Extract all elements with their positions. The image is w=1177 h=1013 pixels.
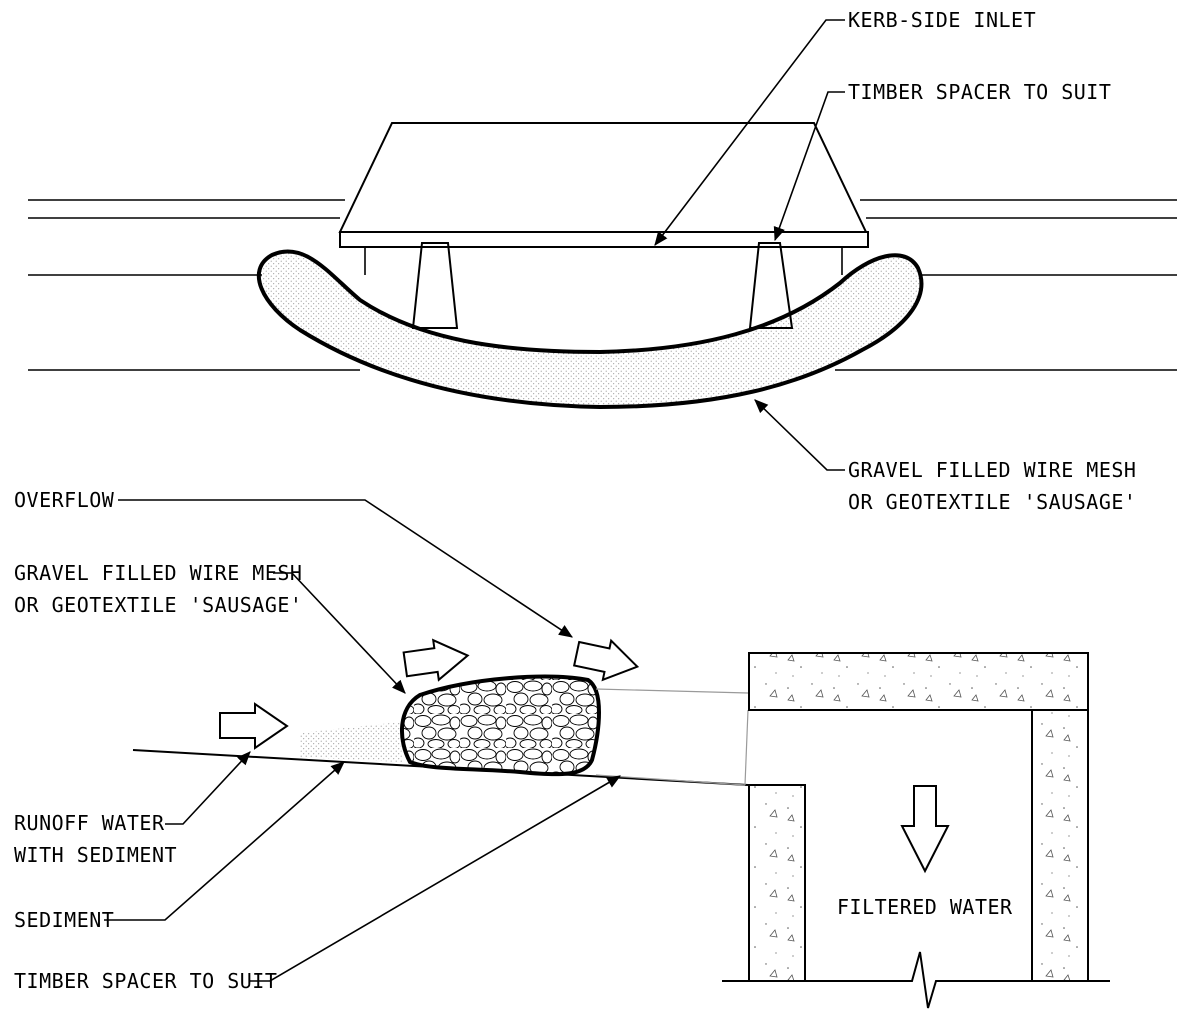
plan-sausage-label-line2: OR GEOTEXTILE 'SAUSAGE' xyxy=(848,490,1136,514)
section-view: OVERFLOW GRAVEL FILLED WIRE MESH OR GEOT… xyxy=(14,488,1110,1009)
section-sausage-label-line2: OR GEOTEXTILE 'SAUSAGE' xyxy=(14,593,302,617)
section-timber-spacer-label: TIMBER SPACER TO SUIT xyxy=(14,969,277,993)
pit-wall-right xyxy=(1031,709,1089,982)
overflow-arrow-1 xyxy=(402,638,470,682)
plan-leaders xyxy=(654,19,845,471)
pit-lid xyxy=(748,652,1089,711)
kerb-side-inlet xyxy=(338,122,869,275)
filtered-water-arrow xyxy=(900,785,950,874)
section-leaders xyxy=(104,499,622,982)
kerb-side-inlet-label: KERB-SIDE INLET xyxy=(848,8,1036,32)
runoff-label-line1: RUNOFF WATER xyxy=(14,811,165,835)
plan-timber-spacer-label: TIMBER SPACER TO SUIT xyxy=(848,80,1111,104)
stormwater-pit xyxy=(722,652,1110,1009)
overflow-arrow-2 xyxy=(572,638,640,682)
section-sausage-label-line1: GRAVEL FILLED WIRE MESH xyxy=(14,561,302,585)
plan-view: KERB-SIDE INLET TIMBER SPACER TO SUIT GR… xyxy=(28,8,1177,514)
timber-spacers-plan xyxy=(411,242,794,329)
pit-wall-left xyxy=(748,784,806,982)
sediment-label: SEDIMENT xyxy=(14,908,114,932)
overflow-guide-lines xyxy=(595,688,749,786)
gravel-sausage-section xyxy=(400,674,601,777)
filtered-water-label: FILTERED WATER xyxy=(837,895,1013,919)
runoff-flow-arrow xyxy=(219,702,289,750)
pit-base-break-line xyxy=(722,951,1110,1009)
kerb-lines xyxy=(28,199,1177,371)
flow-arrows xyxy=(219,638,950,874)
runoff-label-line2: WITH SEDIMENT xyxy=(14,843,177,867)
sediment-deposit xyxy=(300,722,402,762)
gravel-sausage-plan xyxy=(256,249,924,410)
overflow-label: OVERFLOW xyxy=(14,488,115,512)
plan-sausage-label-line1: GRAVEL FILLED WIRE MESH xyxy=(848,458,1136,482)
